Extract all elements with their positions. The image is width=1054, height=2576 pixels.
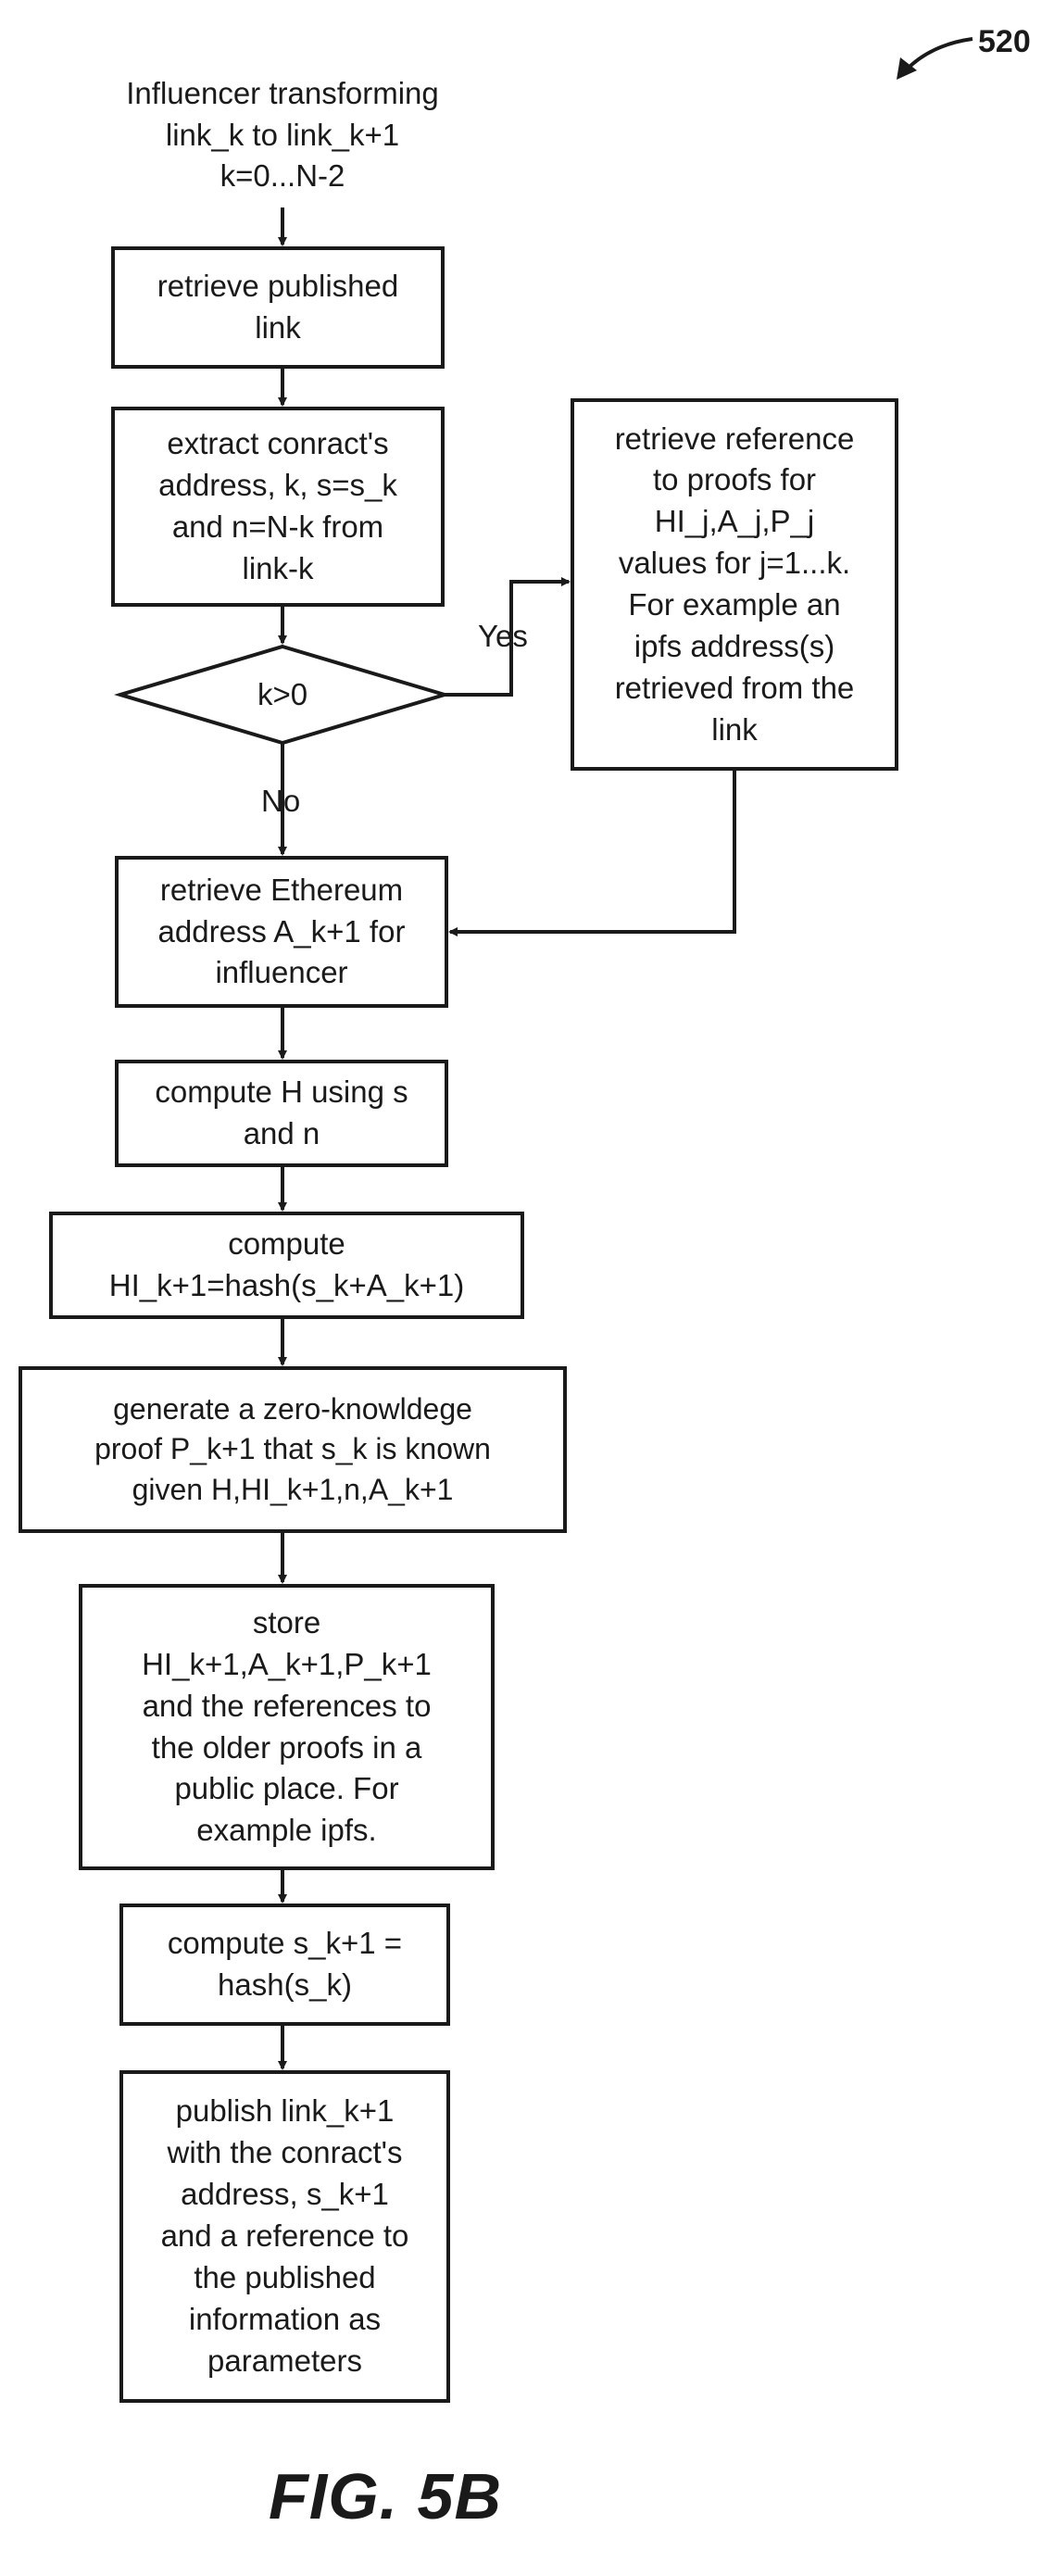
extract-contract-text: extract conract's address, k, s=s_k and … <box>113 408 443 605</box>
text-line: public place. For <box>174 1768 398 1810</box>
text-line: generate a zero-knowldege <box>113 1389 472 1430</box>
text-line: link <box>255 308 301 349</box>
text-line: ipfs address(s) <box>634 626 834 668</box>
text-line: compute H using s <box>155 1072 408 1113</box>
decision-text: k>0 <box>190 669 375 721</box>
text-line: HI_k+1=hash(s_k+A_k+1) <box>109 1265 464 1307</box>
text-line: retrieved from the <box>615 668 855 710</box>
reference-arrow <box>906 39 972 70</box>
text-line: proof P_k+1 that s_k is known <box>94 1429 491 1470</box>
generate-proof-text: generate a zero-knowldege proof P_k+1 th… <box>20 1368 565 1531</box>
text-line: HI_j,A_j,P_j <box>655 501 814 543</box>
text-line: link <box>711 710 758 751</box>
text-line: information as <box>189 2299 381 2341</box>
figure-caption: FIG. 5B <box>269 2459 502 2533</box>
retrieve-published-link-text: retrieve published link <box>113 248 443 367</box>
text-line: with the conract's <box>168 2132 403 2174</box>
text-line: the older proofs in a <box>152 1728 422 1769</box>
text-line: values for j=1...k. <box>619 543 850 584</box>
text-line: and n=N-k from <box>172 507 383 548</box>
text-line: example ipfs. <box>196 1810 376 1852</box>
text-line: and the references to <box>143 1686 432 1728</box>
text-line: hash(s_k) <box>218 1965 352 2006</box>
text-line: and a reference to <box>161 2216 409 2257</box>
no-label: No <box>261 784 300 819</box>
text-line: store <box>253 1602 320 1644</box>
reference-number: 520 <box>978 24 1031 60</box>
header-line-3: k=0...N-2 <box>220 156 345 197</box>
text-line: retrieve Ethereum <box>160 870 403 911</box>
text-line: address A_k+1 for <box>158 911 406 953</box>
text-line: extract conract's <box>167 423 388 465</box>
text-line: compute s_k+1 = <box>168 1923 402 1965</box>
header-line-1: Influencer transforming <box>126 73 439 115</box>
retrieve-references-text: retrieve reference to proofs for HI_j,A_… <box>572 400 897 769</box>
figure-header: Influencer transforming link_k to link_k… <box>56 70 509 200</box>
text-line: and n <box>244 1113 320 1155</box>
text-line: HI_k+1,A_k+1,P_k+1 <box>142 1644 432 1686</box>
text-line: address, k, s=s_k <box>158 465 397 507</box>
text-line: to proofs for <box>653 459 816 501</box>
header-line-2: link_k to link_k+1 <box>166 115 399 157</box>
text-line: retrieve reference <box>615 419 855 460</box>
arrow-references-to-ethereum <box>450 769 734 932</box>
compute-h-text: compute H using s and n <box>117 1062 446 1165</box>
text-line: given H,HI_k+1,n,A_k+1 <box>132 1470 454 1511</box>
yes-label: Yes <box>478 619 528 654</box>
text-line: address, s_k+1 <box>181 2174 389 2216</box>
text-line: For example an <box>628 584 840 626</box>
text-line: parameters <box>207 2341 362 2382</box>
text-line: retrieve published <box>157 266 399 308</box>
retrieve-ethereum-text: retrieve Ethereum address A_k+1 for infl… <box>117 858 446 1006</box>
text-line: compute <box>228 1224 345 1265</box>
publish-text: publish link_k+1 with the conract's addr… <box>121 2072 448 2401</box>
text-line: publish link_k+1 <box>176 2091 395 2132</box>
text-line: influencer <box>215 952 347 994</box>
text-line: link-k <box>242 548 313 590</box>
compute-hi-text: compute HI_k+1=hash(s_k+A_k+1) <box>51 1213 522 1317</box>
compute-s-text: compute s_k+1 = hash(s_k) <box>121 1905 448 2024</box>
text-line: the published <box>194 2257 375 2299</box>
store-text: store HI_k+1,A_k+1,P_k+1 and the referen… <box>81 1586 493 1868</box>
